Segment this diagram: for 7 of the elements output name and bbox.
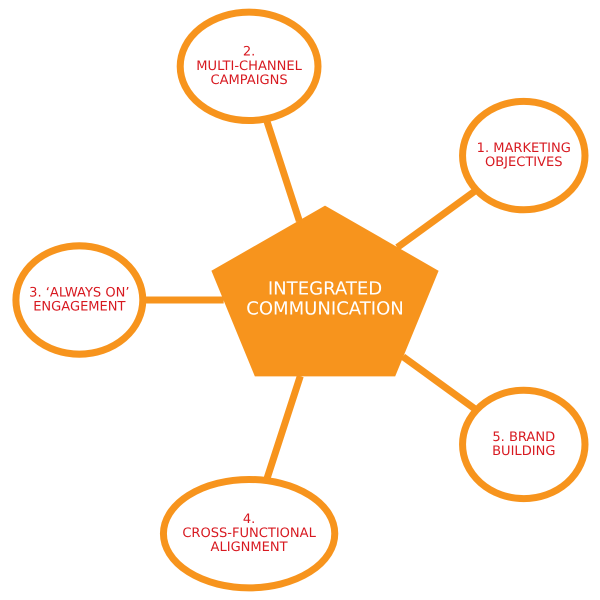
connector — [400, 354, 478, 413]
node-ellipse: 1. MARKETING OBJECTIVES — [458, 98, 588, 214]
node-ellipse: 5. BRAND BUILDING — [458, 386, 588, 502]
node-ellipse: 3. ‘ALWAYS ON’ ENGAGEMENT — [12, 242, 146, 358]
node-ellipse: 4. CROSS-FUNCTIONAL ALIGNMENT — [159, 476, 338, 592]
connector — [394, 187, 478, 250]
node-ellipse: 2. MULTI-CHANNEL CAMPAIGNS — [176, 8, 321, 124]
